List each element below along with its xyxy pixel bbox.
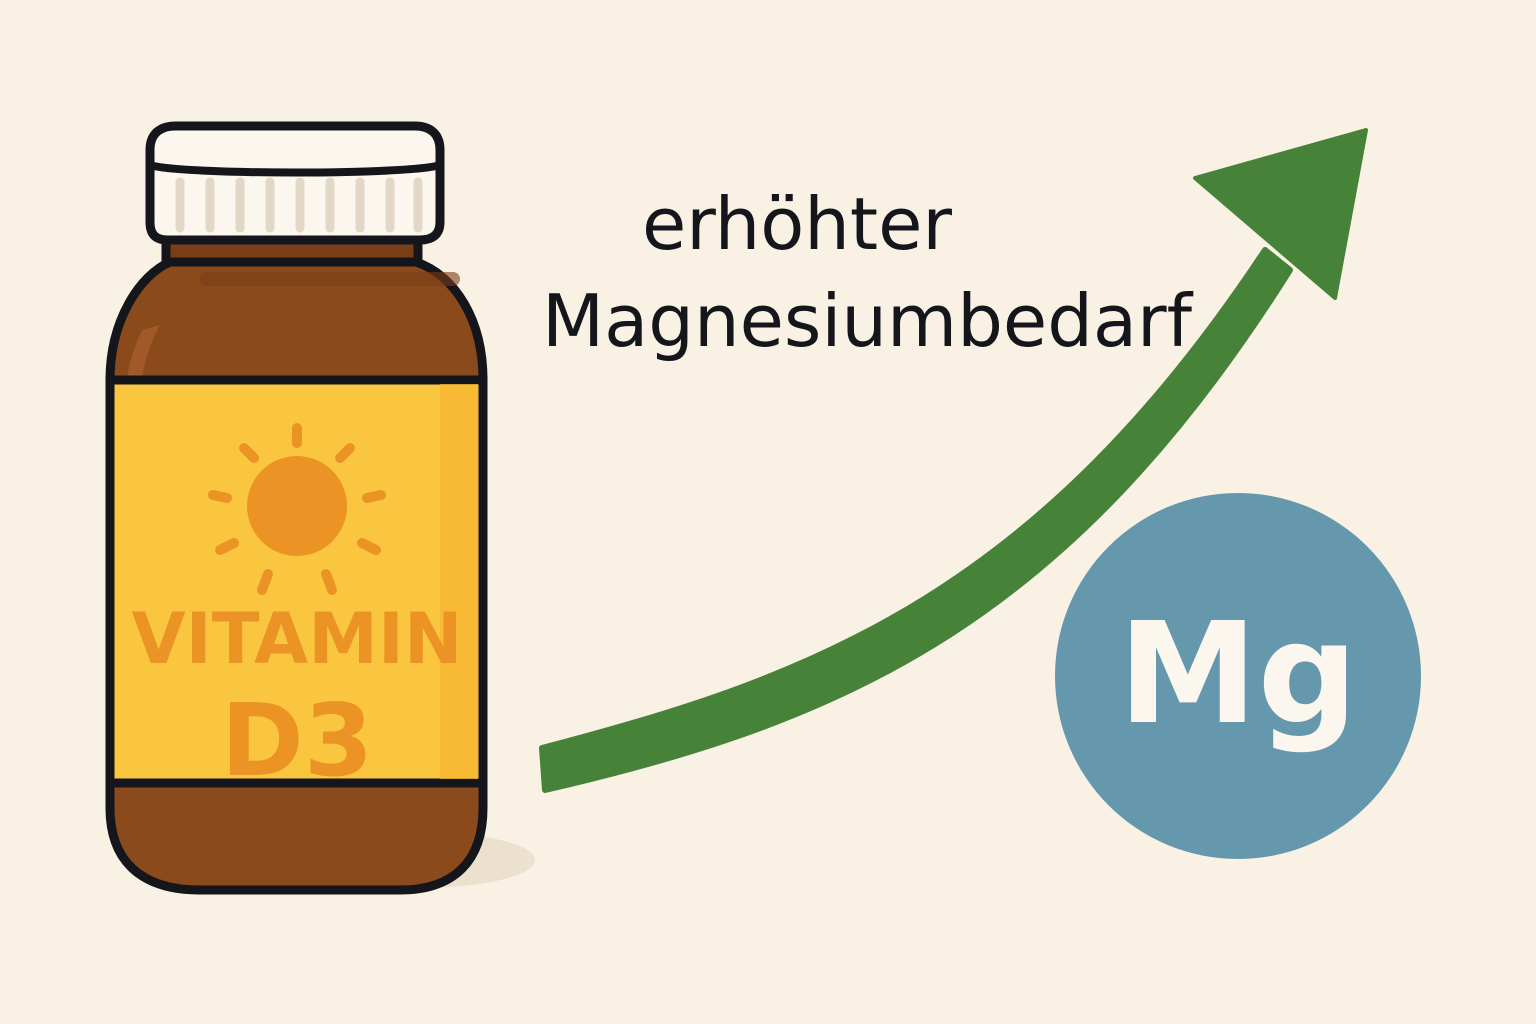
- caption-line-1: erhöhter: [642, 182, 952, 266]
- sun-icon: [208, 423, 386, 595]
- bottle-cap: [145, 121, 445, 245]
- label-shade: [440, 384, 478, 779]
- magnesium-circle-icon: Mg: [1055, 493, 1421, 859]
- d3-label-text: D3: [221, 682, 374, 799]
- bottle-shoulder-shade: [200, 272, 460, 286]
- rising-arrow-icon: [539, 128, 1368, 793]
- vitamin-d3-bottle: VITAMIN D3: [105, 121, 488, 895]
- vitamin-label-text: VITAMIN: [132, 598, 463, 680]
- magnesium-symbol: Mg: [1118, 593, 1358, 756]
- caption-line-2: Magnesiumbedarf: [542, 279, 1194, 363]
